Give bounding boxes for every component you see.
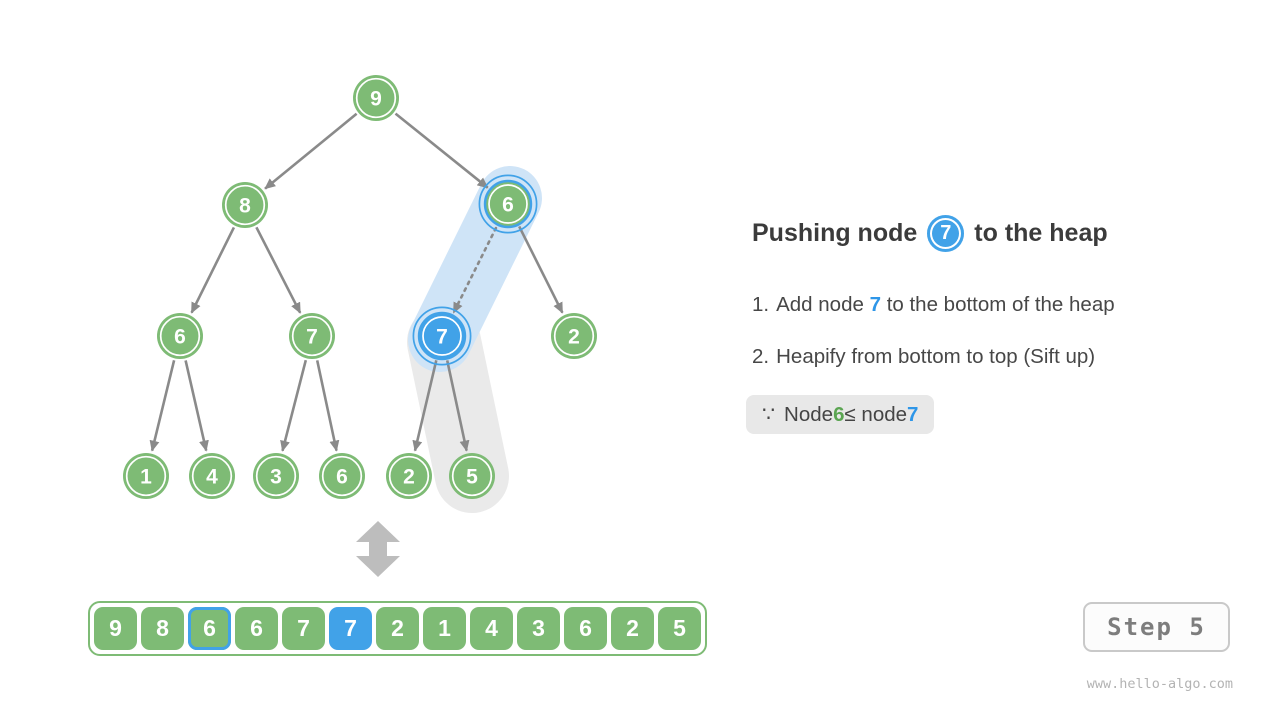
tree-node-label: 3 [270,466,282,489]
heap-array: 9 8 6 6 7 7 2 1 4 3 6 2 5 [88,601,707,656]
tree-node: 1 [123,453,169,499]
tree-node: 6 [157,313,203,359]
tree-edge [412,360,438,452]
array-cell: 7 [282,607,325,650]
array-cell: 6 [564,607,607,650]
tree-node-label: 2 [403,466,415,489]
tree-node-pushed: 7 [412,306,472,366]
tree-node-label: 8 [239,195,251,218]
title-node-circle: 7 [927,214,965,252]
array-cell: 2 [611,607,654,650]
tree-edge [394,112,489,189]
tree-node-label: 2 [568,326,580,349]
comparison-note: ∵ Node 6 ≤ node 7 [746,395,935,434]
array-cell: 8 [141,607,184,650]
tree-node-label: 6 [174,326,186,349]
array-cell-pushed: 7 [329,607,372,650]
tree-edge [315,360,340,452]
title-text-after: to the heap [974,218,1108,247]
array-cell: 9 [94,607,137,650]
tree-edge [264,112,358,190]
tree-node-compared: 6 [478,174,538,234]
tree-node: 3 [253,453,299,499]
because-symbol: ∵ [762,403,776,426]
up-down-arrow-icon [356,521,400,577]
array-cell: 5 [658,607,701,650]
tree-node-label: 4 [206,466,218,489]
page-title: Pushing node 7 to the heap [746,214,1246,252]
note-green-value: 6 [833,402,845,426]
tree-edge [190,226,236,314]
note-text: Node [784,402,834,426]
title-node-value: 7 [940,221,952,244]
tree-node: 5 [449,453,495,499]
tree-node-label: 7 [436,326,448,349]
tree-node: 6 [319,453,365,499]
tree-node-label: 7 [306,326,318,349]
tree-node: 2 [551,313,597,359]
tree-node: 7 [289,313,335,359]
tree-node: 2 [386,453,432,499]
array-cell: 3 [517,607,560,650]
tree-edge [184,360,209,452]
tree-edge [445,360,470,452]
tree-node-label: 6 [502,194,514,217]
step-2-marker: 2. [752,345,770,368]
tree-node: 8 [222,182,268,228]
note-middle-text: ≤ node [844,402,908,426]
instruction-step-1: 1. Add node 7 to the bottom of the heap [746,292,1246,318]
tree-node-root: 9 [353,75,399,121]
array-cell: 1 [423,607,466,650]
step-2-text: Heapify from bottom to top (Sift up) [776,345,1096,368]
tree-node-label: 1 [140,466,152,489]
tree-node-label: 6 [336,466,348,489]
instruction-step-2: 2. Heapify from bottom to top (Sift up) [746,344,1246,370]
array-cell-compared: 6 [188,607,231,650]
title-text-before: Pushing node [752,218,918,247]
tree-edge [149,359,176,452]
tree-node: 4 [189,453,235,499]
tree-node-label: 5 [466,466,478,489]
array-cell: 4 [470,607,513,650]
compare-dotted-arrow [452,226,498,315]
tree-edge [255,226,302,314]
step-1-highlight: 7 [869,293,881,316]
step-badge: Step 5 [1083,602,1230,652]
step-1-text-after: to the bottom of the heap [881,293,1115,316]
note-blue-value: 7 [907,402,919,426]
tree-node-label: 9 [370,88,382,111]
array-cell: 2 [376,607,419,650]
explanation-panel: Pushing node 7 to the heap 1. Add node 7 … [746,214,1246,434]
step-1-text: Add node [776,293,870,316]
step-1-marker: 1. [752,293,770,316]
tree-edge [280,359,308,452]
array-cell: 6 [235,607,278,650]
watermark: www.hello-algo.com [1086,676,1233,692]
tree-edge [518,225,564,314]
